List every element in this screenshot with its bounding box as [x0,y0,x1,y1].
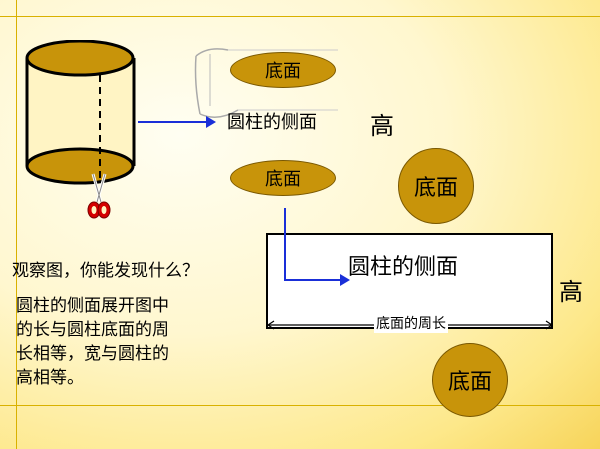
conclusion-text: 圆柱的侧面展开图中 的长与圆柱底面的周 长相等，宽与圆柱的 高相等。 [16,294,256,390]
side-rectangle: 圆柱的侧面 底面的周长 [266,233,553,333]
base-circle-bottom: 底面 [432,343,508,417]
frame-line-bottom [0,405,600,406]
arrow-right [138,116,216,128]
side-label: 圆柱的侧面 [227,112,317,133]
conclusion-line-2: 的长与圆柱底面的周 [16,320,169,340]
height-label-top: 高 [370,112,394,140]
perimeter-label: 底面的周长 [374,313,448,333]
base-mid-label: 底面 [265,169,301,190]
base-circle-top-label: 底面 [413,176,458,201]
cylinder-drawing [25,40,136,185]
conclusion-line-4: 高相等。 [16,368,84,388]
base-top-label: 底面 [265,61,301,82]
conclusion-line-3: 长相等，宽与圆柱的 [16,344,169,364]
arrow-bent [284,208,350,286]
rect-label: 圆柱的侧面 [348,255,459,280]
question-text: 观察图，你能发现什么？ [12,261,199,281]
frame-line-left [16,0,17,449]
scissors-icon [87,173,111,219]
unrolled-paper-drawing [194,48,338,118]
base-ellipse-top: 底面 [230,52,336,88]
frame-line-top [0,16,600,17]
base-circle-bottom-label: 底面 [447,370,492,395]
base-circle-top: 底面 [398,148,474,224]
base-ellipse-mid: 底面 [230,160,336,196]
conclusion-line-1: 圆柱的侧面展开图中 [16,296,169,316]
height-label-right: 高 [559,278,583,306]
